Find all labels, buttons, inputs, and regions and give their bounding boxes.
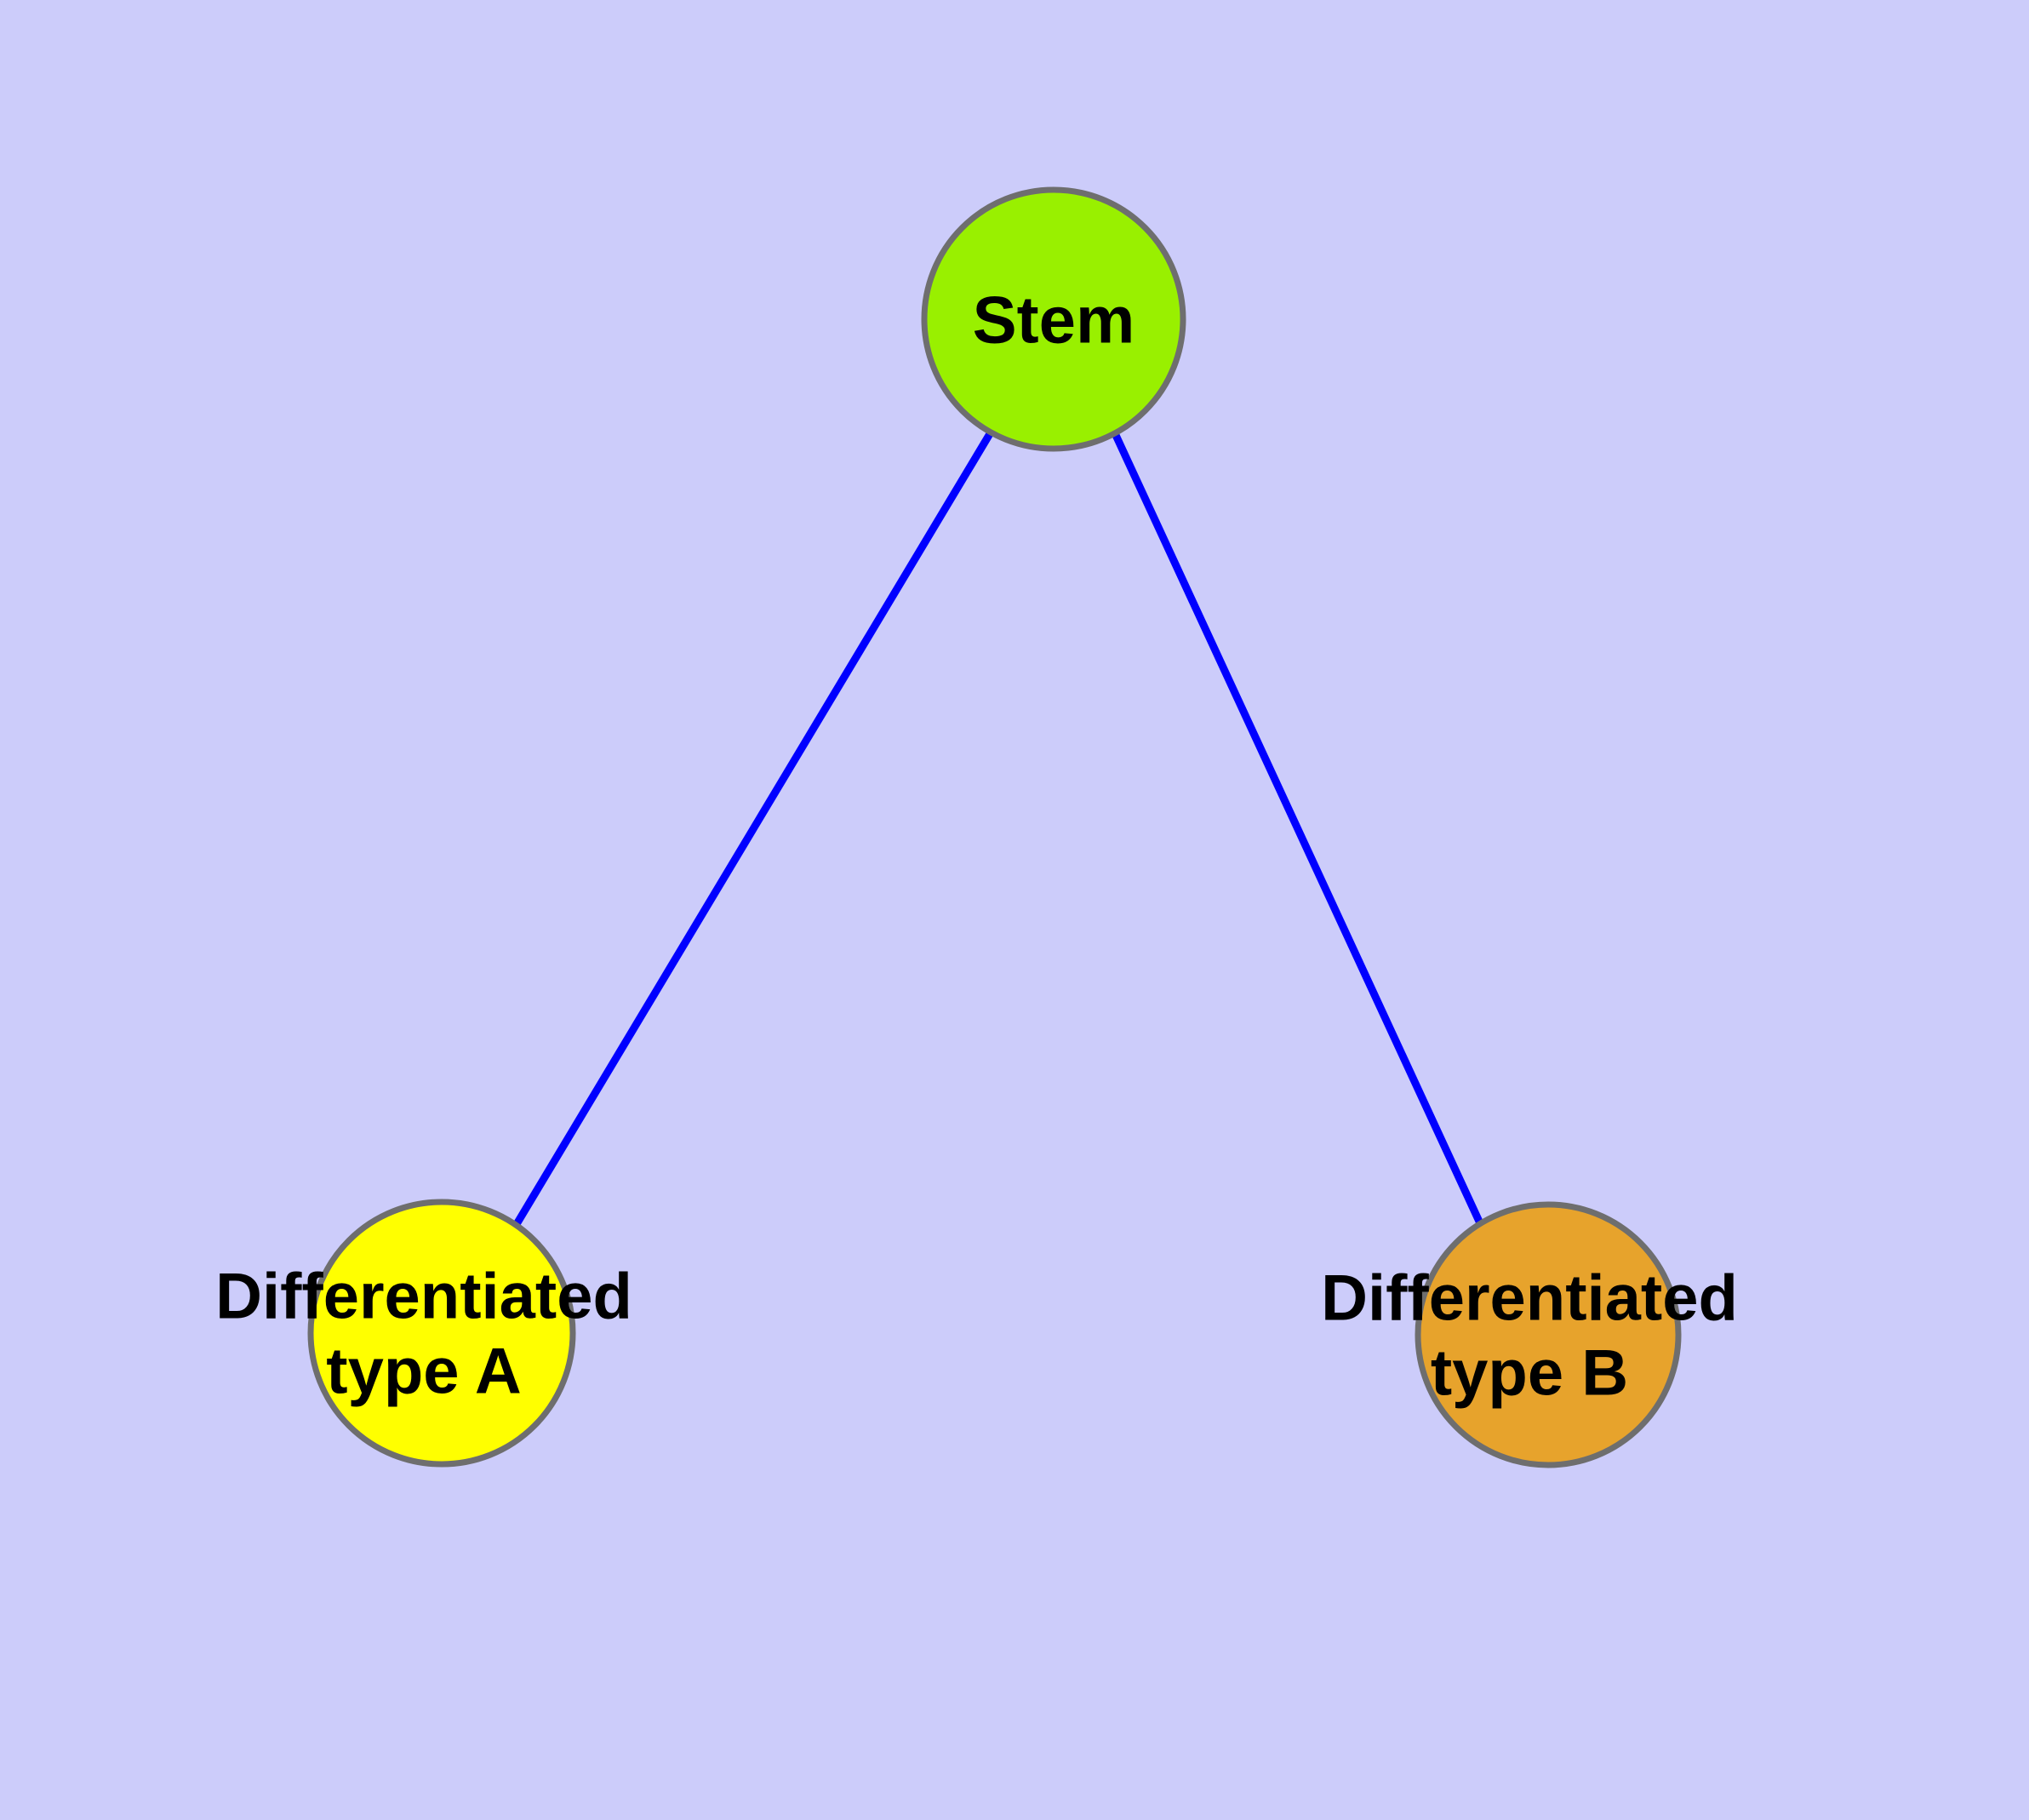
node-circle-differentiated-type-a[interactable]	[307, 1199, 576, 1468]
node-circle-differentiated-type-b[interactable]	[1415, 1201, 1682, 1468]
node-group-stem[interactable]: Stem	[921, 186, 1186, 452]
edge-group	[513, 430, 1484, 1227]
edge-stem-to-differentiated-type-a[interactable]	[513, 430, 994, 1227]
node-circle-stem[interactable]	[921, 186, 1186, 452]
edge-stem-to-differentiated-type-b[interactable]	[1111, 432, 1484, 1225]
node-label-stem: Stem	[973, 282, 1135, 357]
